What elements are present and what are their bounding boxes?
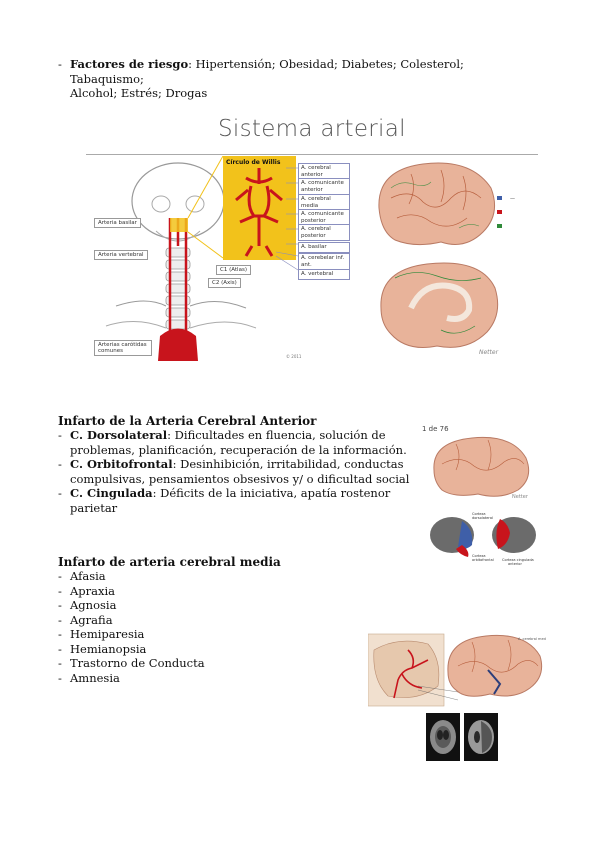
label-basilar: Arteria basilar [94, 218, 141, 228]
list-item: -Agrafia [58, 612, 113, 627]
mca-list: -Afasia -Apraxia -Agnosia -Agrafia -Hemi… [58, 569, 205, 685]
brain-territory-images: Corteza dorsolateral Corteza orbitofront… [430, 512, 536, 566]
svg-text:Corteza cingulada: Corteza cingulada [502, 558, 534, 562]
brain-lateral-image: Netter [433, 436, 530, 500]
label-c1: C1 (Atlas) [216, 265, 251, 275]
svg-text:Corteza: Corteza [472, 554, 486, 558]
risk-label: Factores de riesgo [70, 57, 189, 71]
risk-text-2: Alcohol; Estrés; Drogas [70, 86, 208, 100]
svg-text:orbitofrontal: orbitofrontal [472, 558, 494, 562]
list-item: -Amnesia [58, 670, 120, 685]
list-item: -Agnosia [58, 598, 117, 612]
slide-title: Sistema arterial [218, 116, 406, 142]
brain-territories-illustration: Netter [378, 162, 502, 356]
slide-arterial-system: Sistema arterial [86, 112, 541, 362]
mca-anatomy-image: A. cerebral media [368, 633, 546, 707]
list-item: -Apraxia [58, 583, 116, 598]
risk-factors: - Factores de riesgo: Hipertensión; Obes… [58, 57, 464, 100]
risk-text: Hipertensión; Obesidad; Diabetes; Colest… [70, 57, 464, 86]
mri-scans-image [426, 713, 498, 761]
svg-text:Corteza: Corteza [472, 512, 486, 516]
neck-arteries-illustration: © 2011 [105, 156, 302, 361]
slide-page-label: 1 de 76 [422, 425, 449, 433]
list-item: -Hemiparesia [58, 627, 145, 641]
willis-label: A. vertebral [298, 269, 350, 280]
label-c2: C2 (Axis) [208, 278, 241, 288]
label-carotids: Arterias carótidas comunes [94, 340, 152, 356]
svg-text:Netter: Netter [512, 494, 529, 500]
willis-label: A. comunicante anterior [298, 178, 350, 195]
bullet-dash: - [58, 57, 62, 71]
svg-text:A. cerebral media: A. cerebral media [518, 637, 546, 641]
list-item: -Trastorno de Conducta [58, 656, 205, 670]
list-item: - C. Orbitofrontal: Desinhibición, irrit… [58, 457, 410, 486]
willis-title: Círculo de Willis [226, 159, 281, 166]
list-item: - C. Dorsolateral: Dificultades en fluen… [58, 428, 407, 457]
willis-label: A. cerebelar inf. ant. [298, 253, 350, 270]
list-item: -Afasia [58, 569, 106, 583]
svg-text:© 2011: © 2011 [286, 354, 302, 359]
willis-label: A. comunicante posterior [298, 209, 350, 226]
legend-aca: — [510, 196, 515, 202]
list-item: - C. Cingulada: Déficits de la iniciativ… [58, 486, 391, 515]
aca-list: - C. Dorsolateral: Dificultades en fluen… [58, 428, 428, 515]
svg-text:anterior: anterior [508, 562, 522, 566]
aca-heading: Infarto de la Arteria Cerebral Anterior [58, 414, 317, 428]
willis-label: A. basilar [298, 242, 350, 253]
label-vertebral: Arteria vertebral [94, 250, 148, 260]
svg-text:Netter: Netter [479, 349, 499, 356]
list-item: -Hemianopsia [58, 641, 147, 656]
svg-text:dorsolateral: dorsolateral [472, 516, 493, 520]
mca-heading: Infarto de arteria cerebral media [58, 555, 281, 569]
slide-divider [86, 154, 538, 155]
willis-label: A. cerebral posterior [298, 224, 350, 241]
